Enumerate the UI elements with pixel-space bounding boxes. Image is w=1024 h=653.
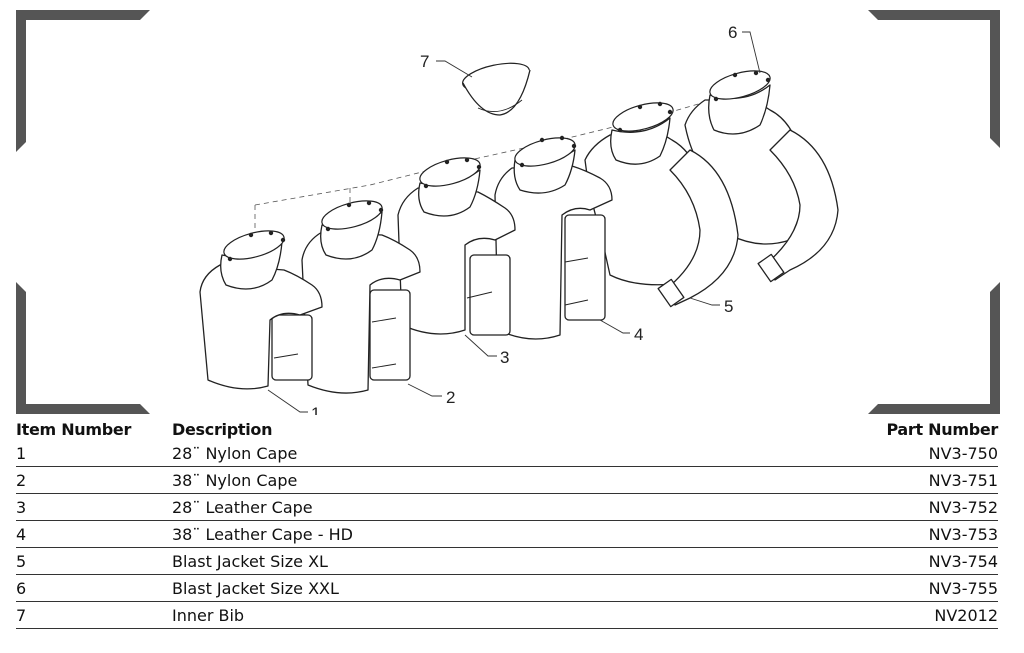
leather-cape-hd-drawing	[494, 135, 613, 340]
table-row: 3 28¨ Leather Cape NV3-752	[16, 493, 998, 521]
item-description: 28¨ Nylon Cape	[172, 440, 683, 467]
callout-4: 4	[634, 325, 643, 344]
table-row: 6 Blast Jacket Size XXL NV3-755	[16, 574, 998, 602]
item-description: Blast Jacket Size XL	[172, 547, 683, 575]
callout-2: 2	[446, 388, 455, 407]
item-number: 2	[16, 466, 172, 494]
callout-3: 3	[500, 348, 509, 367]
blast-jacket-xxl-drawing	[684, 70, 839, 283]
item-description: Blast Jacket Size XXL	[172, 574, 683, 602]
header-item-number: Item Number	[16, 420, 132, 439]
table-row: 2 38¨ Nylon Cape NV3-751	[16, 466, 998, 494]
item-number: 4	[16, 520, 172, 548]
callout-5: 5	[724, 297, 733, 316]
item-description: 38¨ Leather Cape - HD	[172, 520, 683, 548]
item-number: 3	[16, 493, 172, 521]
part-number: NV3-755	[682, 574, 998, 602]
table-header-row: Item Number Description Part Number	[16, 418, 998, 440]
part-number: NV3-750	[682, 440, 998, 467]
table-row: 4 38¨ Leather Cape - HD NV3-753	[16, 520, 998, 548]
item-description: Inner Bib	[172, 601, 683, 629]
item-number: 5	[16, 547, 172, 575]
callout-1: 1	[311, 404, 320, 415]
item-description: 28¨ Leather Cape	[172, 493, 683, 521]
header-part-number: Part Number	[886, 420, 998, 439]
callout-6: 6	[728, 23, 737, 42]
item-number: 7	[16, 601, 172, 629]
corner-top-right	[868, 10, 1000, 148]
corner-bottom-right	[868, 282, 1000, 414]
table-row: 7 Inner Bib NV2012	[16, 601, 998, 629]
item-number: 6	[16, 574, 172, 602]
item-description: 38¨ Nylon Cape	[172, 466, 683, 494]
part-number: NV3-753	[682, 520, 998, 548]
callout-leaders	[267, 31, 761, 413]
part-number: NV3-754	[682, 547, 998, 575]
part-number: NV3-752	[682, 493, 998, 521]
corner-bottom-left	[16, 282, 150, 414]
part-number: NV3-751	[682, 466, 998, 494]
corner-top-left	[16, 10, 150, 152]
exploded-parts-diagram: 1 2 3 4 5 6 7	[16, 10, 1000, 415]
header-description: Description	[172, 420, 273, 439]
nylon-cape-28-drawing	[199, 230, 323, 390]
table-row: 1 28¨ Nylon Cape NV3-750	[16, 440, 998, 467]
parts-table: Item Number Description Part Number 1 28…	[16, 418, 998, 629]
callout-labels: 1 2 3 4 5 6 7	[311, 23, 737, 415]
callout-7: 7	[420, 52, 429, 71]
item-number: 1	[16, 440, 172, 467]
table-row: 5 Blast Jacket Size XL NV3-754	[16, 547, 998, 575]
part-number: NV2012	[682, 601, 998, 629]
nylon-cape-38-drawing	[301, 200, 421, 394]
leather-cape-drawing	[397, 157, 516, 336]
inner-bib-drawing	[462, 62, 531, 116]
